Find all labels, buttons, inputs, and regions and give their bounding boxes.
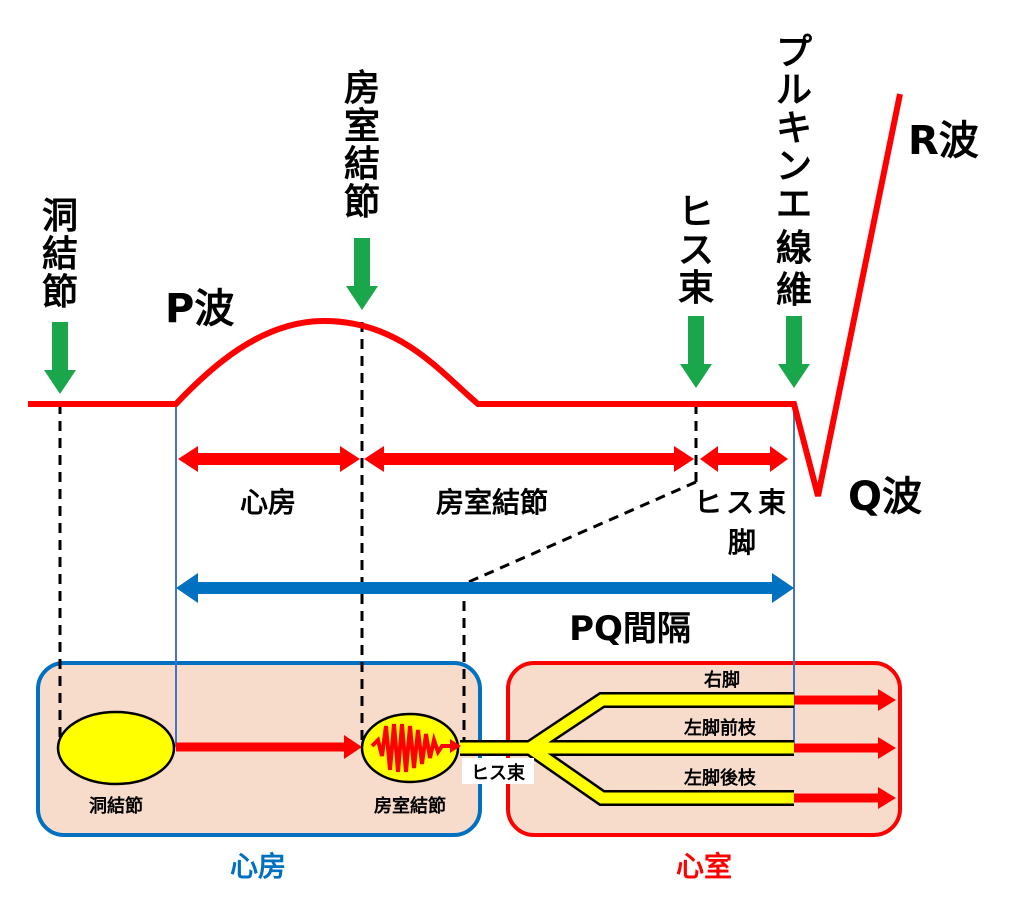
his-char-2: ス xyxy=(678,230,714,271)
atrium-interval-label: 心房 xyxy=(240,486,296,519)
green-arrows xyxy=(44,238,810,394)
pq-interval-label: PQ間隔 xyxy=(569,609,691,649)
purkinje-char-6: 線 xyxy=(776,228,812,269)
purkinje-char-3: キ xyxy=(776,108,812,149)
purkinje-char-5: エ xyxy=(776,184,812,225)
purkinje-char-7: 維 xyxy=(776,270,812,311)
his-interval-label-line2: 脚 xyxy=(728,526,756,559)
purkinje-arrow xyxy=(778,316,810,388)
sinus-char-1: 洞 xyxy=(42,196,78,237)
his-arrow xyxy=(680,316,712,388)
his-char-1: ヒ xyxy=(678,192,714,233)
left-anterior-label: 左脚前枝 xyxy=(684,717,757,739)
purkinje-char-1: プ xyxy=(776,32,812,73)
right-branch-label: 右脚 xyxy=(704,669,740,691)
r-wave-label: R波 xyxy=(908,118,979,164)
ecg-trace xyxy=(28,93,903,497)
q-wave-label: Q波 xyxy=(848,474,922,520)
sinus-arrow xyxy=(44,322,76,394)
av-node-delay-squiggle xyxy=(370,723,452,773)
p-wave-label: P波 xyxy=(165,286,234,332)
purkinje-vertical-label: プ ル キ ン エ 線 維 xyxy=(776,32,812,311)
av-char-1: 房 xyxy=(344,68,380,109)
atrium-region-label: 心房 xyxy=(230,850,286,883)
av-char-3: 結 xyxy=(344,144,380,185)
ventricle-out-arrows xyxy=(794,689,896,809)
av-interval-label: 房室結節 xyxy=(436,486,548,519)
atrium-interval-arrow xyxy=(178,446,360,472)
left-posterior-label: 左脚後枝 xyxy=(684,767,757,789)
ventricle-region-label: 心室 xyxy=(676,850,732,883)
dashed-guides xyxy=(58,322,698,748)
av-node-label: 房室結節 xyxy=(374,795,446,817)
his-interval-label-line1: ヒス束 xyxy=(694,486,790,519)
conduction-bundles xyxy=(460,692,794,806)
his-bundle-label-bg xyxy=(462,758,534,784)
av-char-4: 節 xyxy=(344,182,380,223)
sinus-node-vertical-label: 洞 結 節 xyxy=(42,196,78,313)
purkinje-char-4: ン xyxy=(776,146,812,187)
conduction-arrows xyxy=(176,689,896,809)
interval-arrows xyxy=(178,446,788,472)
sinus-char-2: 結 xyxy=(42,234,78,275)
sinus-node-ellipse xyxy=(56,710,176,786)
av-node-vertical-label: 房 室 結 節 xyxy=(344,68,380,223)
av-char-2: 室 xyxy=(344,106,380,147)
purkinje-char-2: ル xyxy=(776,70,812,111)
av-arrow xyxy=(346,238,378,310)
pq-interval-arrow xyxy=(176,573,794,603)
av-interval-arrow xyxy=(364,446,694,472)
his-char-3: 束 xyxy=(678,268,714,309)
his-interval-arrow xyxy=(700,446,788,472)
his-bundle-label: ヒス束 xyxy=(471,762,526,784)
sinus-node-label: 洞結節 xyxy=(89,795,143,817)
his-bundle-vertical-label: ヒ ス 束 xyxy=(678,192,714,309)
sinus-char-3: 節 xyxy=(42,272,78,313)
his-diagonal-line xyxy=(463,480,697,586)
